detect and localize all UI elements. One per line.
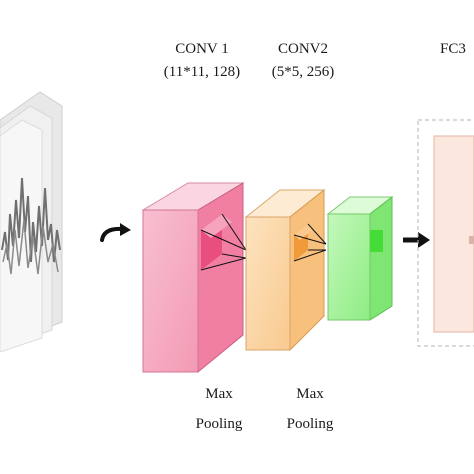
pool1-line1: Max (205, 386, 233, 402)
conv1-params: (11*11, 128) (164, 64, 240, 80)
input-signal-stack (0, 91, 63, 353)
conv1-block (141, 182, 247, 374)
pool1-line2: Pooling (196, 416, 243, 432)
pool2-line2: Pooling (287, 416, 334, 432)
right-arrow-icon (403, 232, 430, 248)
signal-waveform (1, 177, 61, 263)
fc3-title: FC3 (440, 41, 466, 57)
conv1-title: CONV 1 (175, 41, 228, 57)
pool2-line1: Max (296, 386, 324, 402)
conv2-title: CONV2 (278, 41, 328, 57)
fc3-block (417, 119, 474, 347)
conv2-block (244, 188, 327, 352)
curved-arrow-icon (100, 223, 131, 242)
conv3-block (326, 195, 394, 321)
conv2-params: (5*5, 256) (272, 64, 335, 80)
